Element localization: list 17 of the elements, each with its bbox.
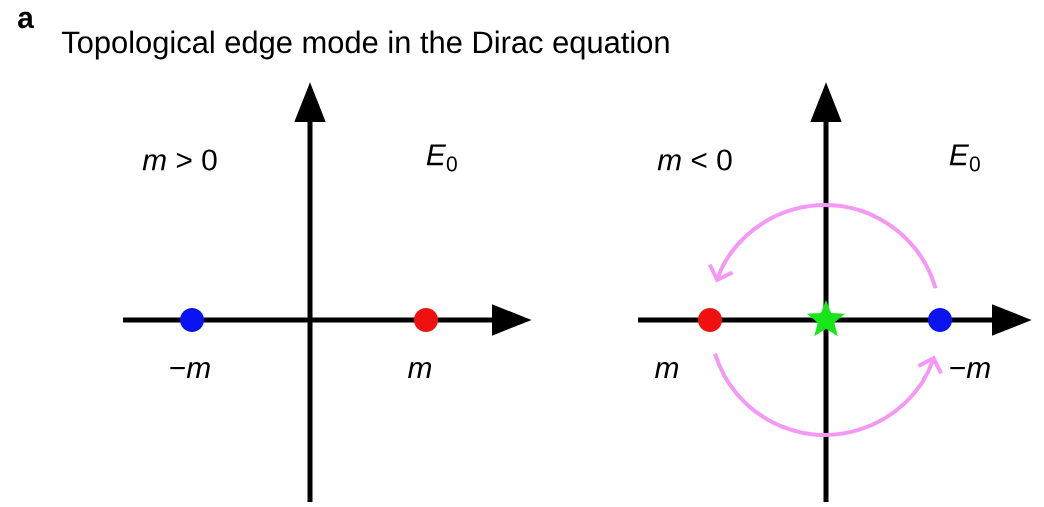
panel-letter: a: [18, 11, 34, 29]
curved-arrow: [713, 352, 943, 437]
dot: [698, 308, 722, 332]
curved-arrow: [707, 203, 938, 289]
condition-label: m > 0: [142, 149, 217, 171]
dot: [180, 308, 204, 332]
condition-label: m < 0: [657, 149, 732, 171]
axis-label: E$_{0}$: [949, 144, 980, 172]
point-label: m: [655, 361, 679, 378]
star-marker: [807, 300, 845, 337]
dot: [414, 308, 438, 332]
point-label: m: [408, 361, 432, 378]
dot: [928, 308, 952, 332]
point-label: −m: [170, 361, 210, 378]
axis-label: E$_{0}$: [426, 144, 457, 172]
point-label: −m: [950, 361, 990, 378]
title: Topological edge mode in the Dirac equation: [61, 30, 669, 60]
